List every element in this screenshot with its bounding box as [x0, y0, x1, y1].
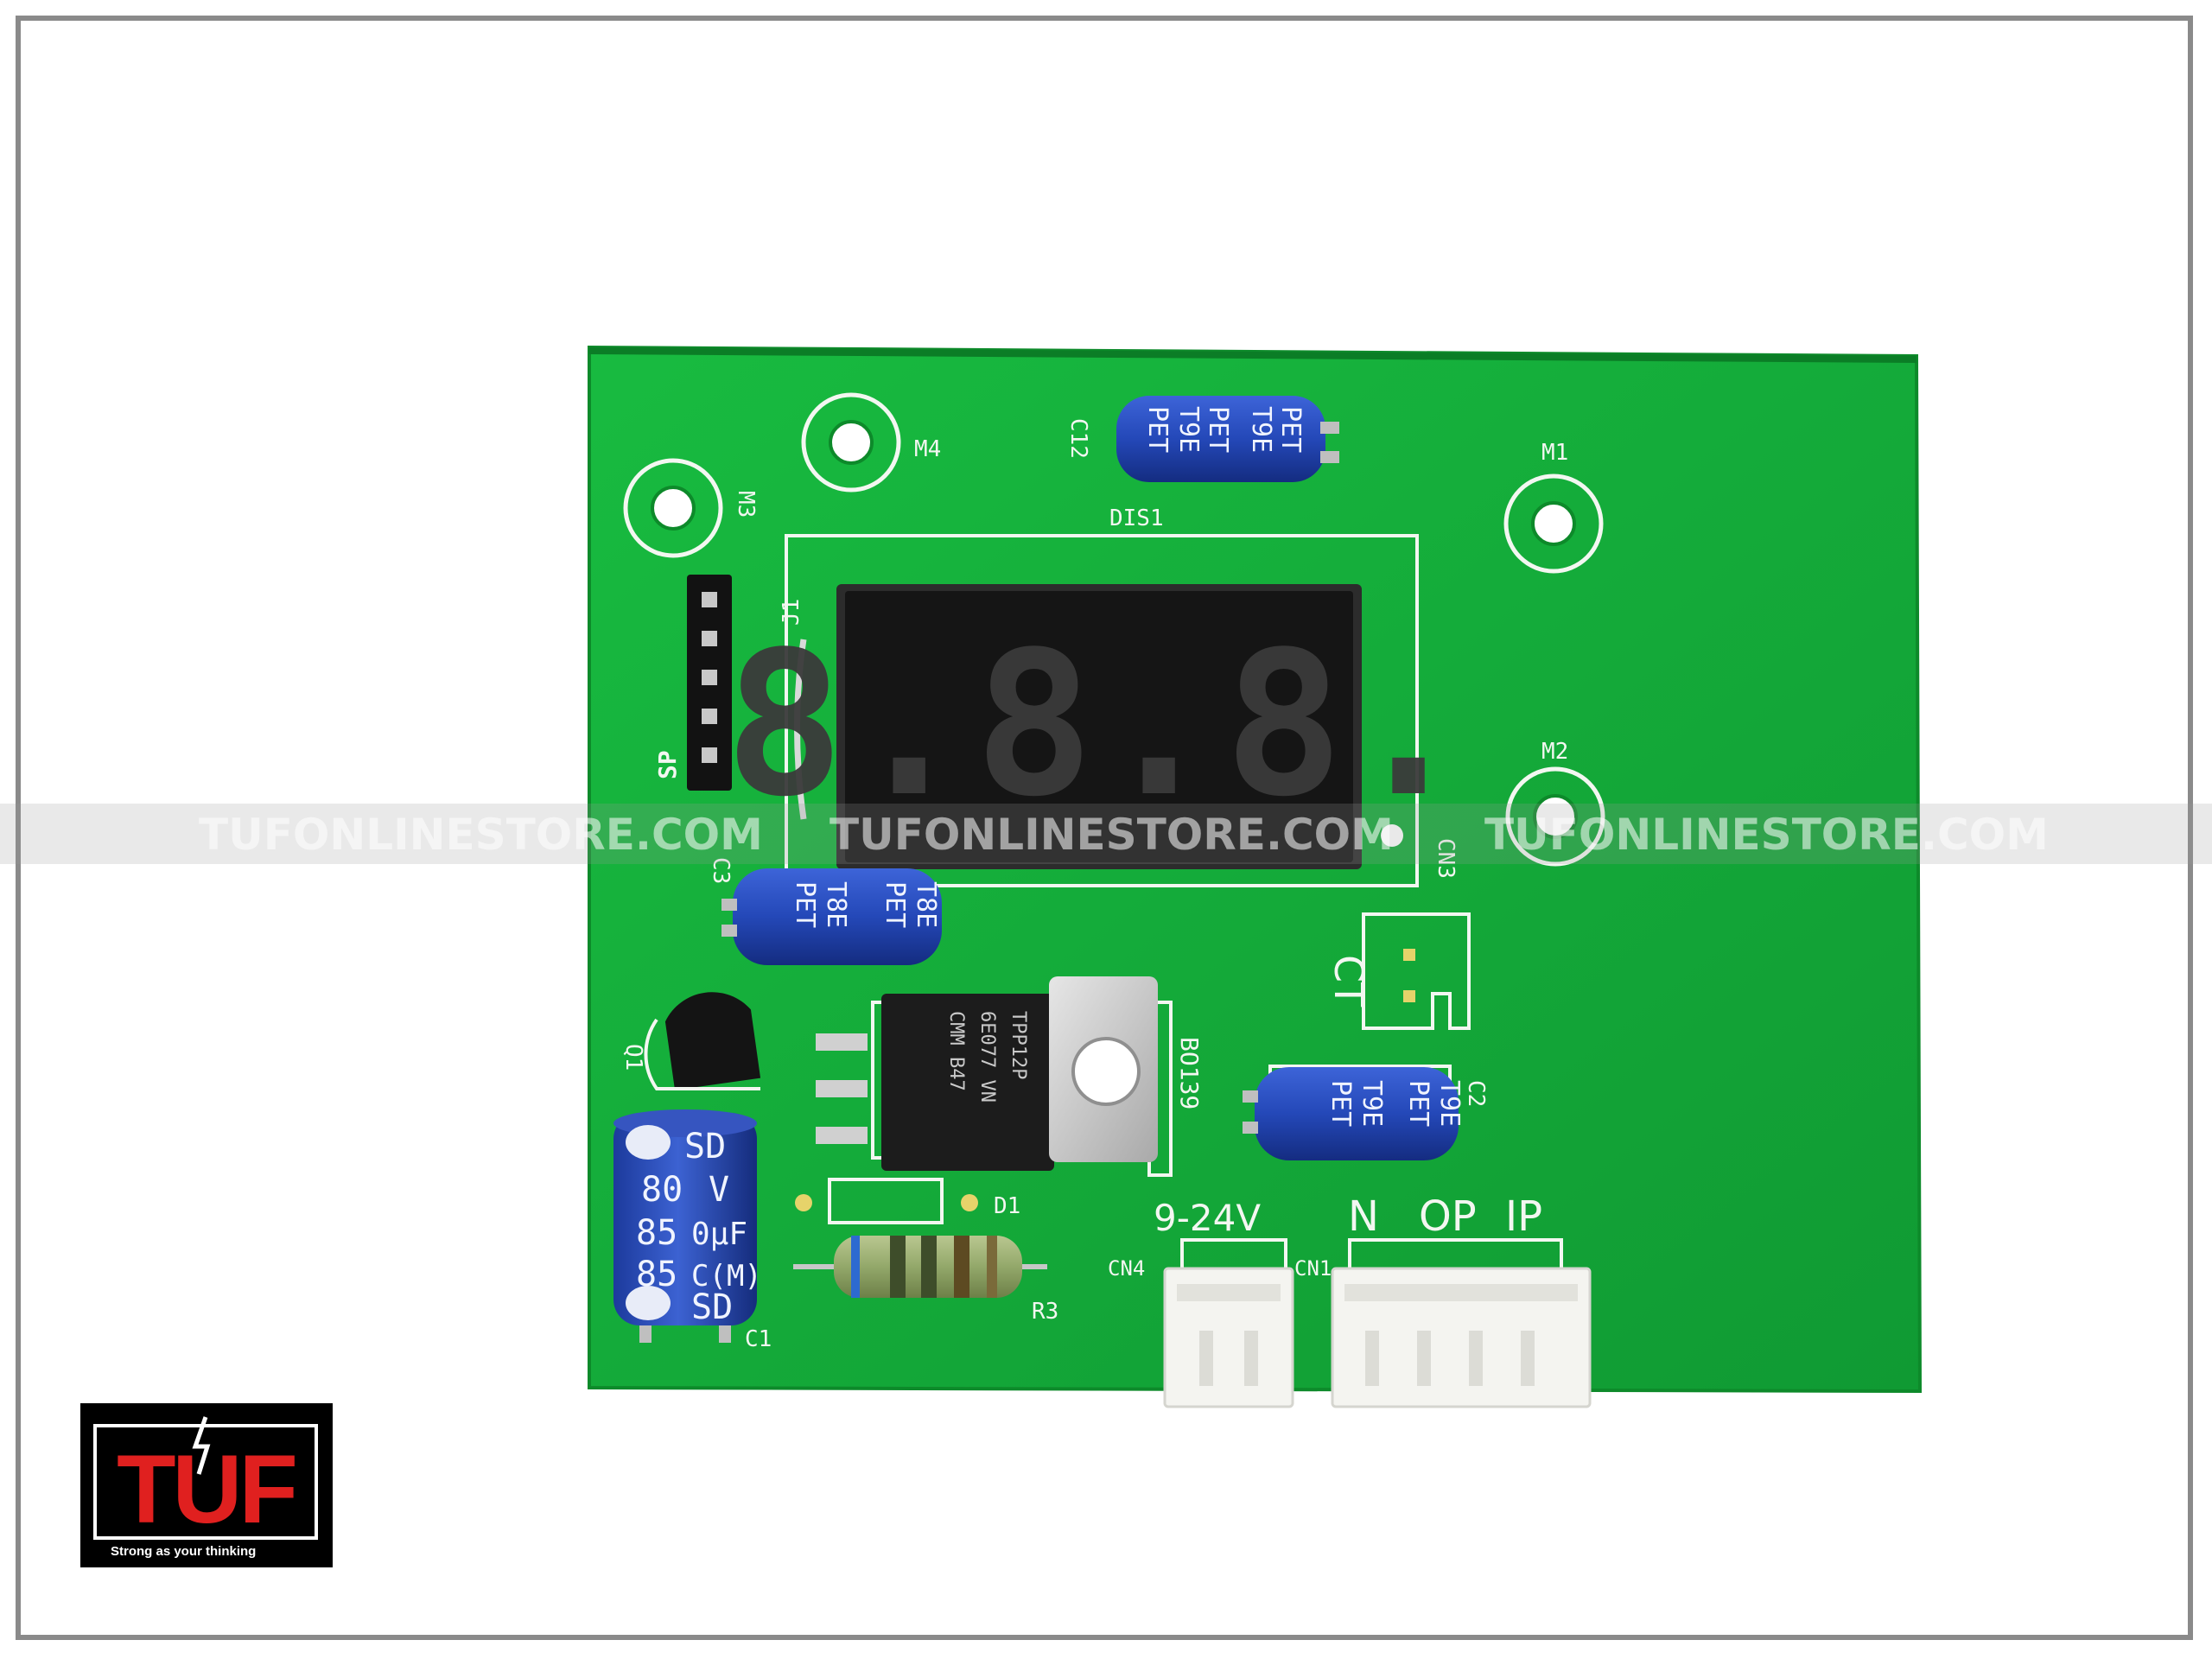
label-sp: SP: [653, 750, 682, 779]
label-m4: M4: [914, 436, 941, 462]
logo-mark: TUF: [117, 1435, 295, 1543]
j1-jumper-wire: [794, 639, 807, 820]
label-m3: M3: [733, 491, 759, 518]
label-m1: M1: [1541, 440, 1568, 466]
mount-hole-m1: [1503, 474, 1604, 574]
regulator-outline: [871, 1001, 1173, 1177]
label-m2: M2: [1541, 739, 1568, 765]
watermark-text: TUFONLINESTORE.COM: [830, 810, 1394, 860]
label-bo139: BO139: [1175, 1037, 1204, 1109]
logo-tagline: Strong as your thinking: [111, 1544, 256, 1559]
watermark-text: TUFONLINESTORE.COM: [199, 810, 763, 860]
mount-hole-m2: [1505, 766, 1605, 867]
label-c2: C2: [1463, 1080, 1489, 1107]
tuf-logo: TUF Strong as your thinking: [80, 1403, 333, 1567]
seven-segment-display: 8.8.8.: [725, 584, 1474, 869]
label-cn3: CN3: [1433, 838, 1459, 879]
c1-mark: 85: [636, 1255, 677, 1294]
electrolytic-capacitor-c1: SD 80 V 85 0µF 85 C(M) SD: [613, 1109, 762, 1343]
c2-mark: T9E: [1357, 1080, 1387, 1127]
c12-mark: PET: [1203, 406, 1233, 453]
c3-mark: T8E: [821, 881, 851, 928]
c2-mark: T9E: [1434, 1080, 1465, 1127]
c12-mark: PET: [1142, 406, 1173, 453]
c12-mark: PET: [1275, 406, 1306, 453]
label-9-24v: 9-24V: [1154, 1197, 1261, 1239]
test-point: [1381, 824, 1403, 847]
regulator-marking: TPP12P: [1007, 1011, 1029, 1079]
label-dis1: DIS1: [1109, 505, 1164, 531]
connector-cn1: [1331, 1267, 1592, 1408]
label-n: N: [1348, 1192, 1379, 1241]
lightning-icon: [192, 1416, 211, 1475]
label-c3: C3: [708, 857, 734, 884]
display-digits: 8.8.8.: [725, 610, 1474, 841]
ct-connector-outline: [1362, 912, 1471, 1030]
watermark-band: TUFONLINESTORE.COM TUFONLINESTORE.COM TU…: [0, 804, 2212, 864]
regulator-marking: 6E077 VN: [976, 1011, 998, 1103]
c12-mark: T9E: [1173, 406, 1204, 453]
c12-mark: T9E: [1246, 406, 1276, 453]
label-c1: C1: [745, 1326, 772, 1352]
label-cn4: CN4: [1108, 1256, 1145, 1281]
regulator-marking: CMM B47: [945, 1011, 967, 1091]
label-op: OP: [1419, 1192, 1477, 1241]
connector-cn4: [1163, 1267, 1294, 1408]
c3-mark: PET: [790, 881, 820, 928]
film-capacitor-c3: T8E PET T8E PET: [721, 868, 942, 965]
c1-mark: V: [709, 1170, 729, 1210]
c2-mark: PET: [1325, 1080, 1356, 1127]
label-cn1: CN1: [1294, 1256, 1332, 1281]
c3-mark: PET: [880, 881, 910, 928]
transistor-q1: [644, 992, 761, 1090]
voltage-regulator: TPP12P 6E077 VN CMM B47: [816, 976, 1158, 1171]
ct-pad: [1403, 949, 1415, 961]
label-ip: IP: [1505, 1192, 1542, 1241]
mount-hole-m4: [801, 392, 901, 493]
d1-pad: [795, 1194, 812, 1211]
d1-pad: [961, 1194, 978, 1211]
ct-pad: [1403, 990, 1415, 1002]
watermark-text: TUFONLINESTORE.COM: [1484, 810, 2049, 860]
resistor-r3: [793, 1236, 1047, 1298]
c2-mark: PET: [1403, 1080, 1433, 1127]
mount-hole-m3: [623, 458, 723, 558]
c3-mark: T8E: [911, 881, 941, 928]
label-j1: J1: [779, 599, 804, 626]
label-q1: Q1: [620, 1044, 646, 1071]
film-capacitor-c2: T9E PET T9E PET: [1243, 1067, 1465, 1160]
sp-pin-header: [687, 575, 732, 791]
label-ct: CT: [1325, 955, 1372, 1007]
c1-mark: C(M): [691, 1259, 762, 1294]
c1-mark: 85: [636, 1213, 677, 1253]
c1-mark: 80: [641, 1170, 683, 1210]
label-r3: R3: [1032, 1299, 1058, 1325]
label-d1: D1: [994, 1193, 1020, 1219]
label-c12: C12: [1065, 418, 1091, 459]
display-outline: [785, 534, 1419, 887]
c1-mark: SD: [684, 1127, 726, 1166]
c1-mark: 0µF: [691, 1217, 747, 1252]
d1-outline: [828, 1178, 944, 1224]
c1-mark: SD: [691, 1287, 733, 1327]
film-capacitor-c12: PET T9E PET T9E PET: [1116, 396, 1339, 482]
